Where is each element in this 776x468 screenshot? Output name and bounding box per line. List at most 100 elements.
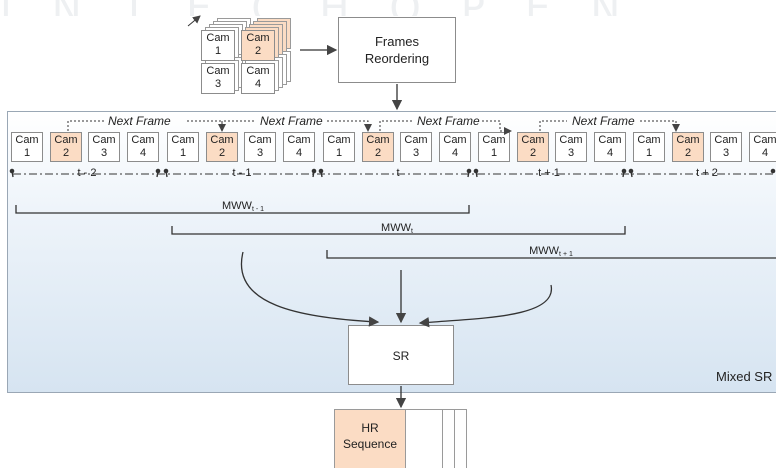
- cam-label: Cam: [92, 134, 116, 146]
- next-frame-label-3: Next Frame: [417, 114, 480, 128]
- next-frame-connector-4a: [539, 120, 567, 131]
- cam-label: Cam: [598, 134, 622, 146]
- cam-number: 1: [645, 147, 653, 159]
- cam-number: 4: [451, 147, 459, 159]
- cam-label: Cam: [248, 134, 272, 146]
- time-label-t-plus-1: t + 1: [538, 167, 560, 179]
- cam-number: 1: [23, 147, 31, 159]
- cam-number: 2: [62, 147, 70, 159]
- next-frame-label-4: Next Frame: [572, 114, 635, 128]
- window-base-3: MWW: [529, 245, 560, 257]
- cam-number: 2: [254, 45, 262, 57]
- window-base-2: MWW: [381, 222, 411, 234]
- cam-number: 2: [529, 147, 537, 159]
- panel-label: Mixed SR: [716, 369, 773, 384]
- cam-number: 2: [374, 147, 382, 159]
- cam-number: 1: [214, 45, 222, 57]
- window-sub-2: t: [410, 228, 413, 235]
- window-bracket-2: [171, 226, 626, 235]
- sr-box: SR: [348, 325, 454, 385]
- next-frame-connector-2b: [327, 120, 372, 132]
- frames-reordering-line1: Frames: [374, 34, 420, 49]
- cam-number: 4: [295, 147, 303, 159]
- cam-label: Cam: [482, 134, 506, 146]
- window-label-mww-t-minus-1: MWWt - 1: [222, 200, 264, 213]
- cam-number: 3: [214, 78, 222, 90]
- next-frame-label-1: Next Frame: [108, 114, 171, 128]
- cam-number: 1: [490, 147, 498, 159]
- hr-line2: Sequence: [342, 437, 398, 451]
- cam-label: Cam: [54, 134, 78, 146]
- window-base-1: MWW: [222, 200, 252, 212]
- cam-label: Cam: [246, 65, 270, 77]
- cam-label: Cam: [15, 134, 39, 146]
- window-sub-3: t + 1: [559, 251, 573, 258]
- cam-label: Cam: [753, 134, 776, 146]
- cam-label: Cam: [246, 32, 270, 44]
- cam-number: 3: [722, 147, 730, 159]
- time-label-t-minus-2: t - 2: [77, 167, 97, 179]
- cam-label: Cam: [206, 65, 230, 77]
- next-frame-connector-1b: [187, 120, 226, 132]
- sr-label: SR: [392, 349, 410, 363]
- cam-number: 4: [139, 147, 147, 159]
- next-frame-connector-2a: [221, 120, 256, 131]
- cam-number: 3: [100, 147, 108, 159]
- window-bracket-3: [326, 250, 776, 259]
- cam-number: 3: [567, 147, 575, 159]
- frames-reordering-box: Frames Reordering: [338, 17, 456, 83]
- cam-label: Cam: [206, 32, 230, 44]
- window-sub-1: t - 1: [251, 206, 264, 213]
- cam-number: 1: [179, 147, 187, 159]
- cam-label: Cam: [131, 134, 155, 146]
- time-ticks: [9, 168, 776, 178]
- hr-sequence-box: HR Sequence: [334, 409, 406, 468]
- time-label-t-minus-1: t - 1: [232, 167, 252, 179]
- cam-number: 3: [256, 147, 264, 159]
- next-frame-connector-3a: [379, 120, 412, 131]
- curve-arrow-left: [240, 251, 380, 327]
- depth-arrow: [187, 15, 201, 27]
- cam-label: Cam: [443, 134, 467, 146]
- cam-number: 4: [606, 147, 614, 159]
- curve-arrow-right: [418, 284, 552, 328]
- hr-line1: HR: [361, 421, 379, 435]
- cam-number: 2: [218, 147, 226, 159]
- window-bracket-1: [15, 205, 470, 214]
- time-label-t-plus-2: t + 2: [696, 167, 718, 179]
- window-label-mww-t: MWWt: [381, 222, 413, 235]
- cam-label: Cam: [366, 134, 390, 146]
- next-frame-connector-3b: [482, 120, 512, 135]
- cam-number: 4: [761, 147, 769, 159]
- cam-label: Cam: [559, 134, 583, 146]
- cam-label: Cam: [287, 134, 311, 146]
- next-frame-connector-4b: [640, 120, 680, 132]
- cam-label: Cam: [676, 134, 700, 146]
- time-label-t: t: [396, 167, 400, 179]
- cam-number: 3: [412, 147, 420, 159]
- frames-reordering-line2: Reordering: [364, 51, 430, 66]
- cam-label: Cam: [171, 134, 195, 146]
